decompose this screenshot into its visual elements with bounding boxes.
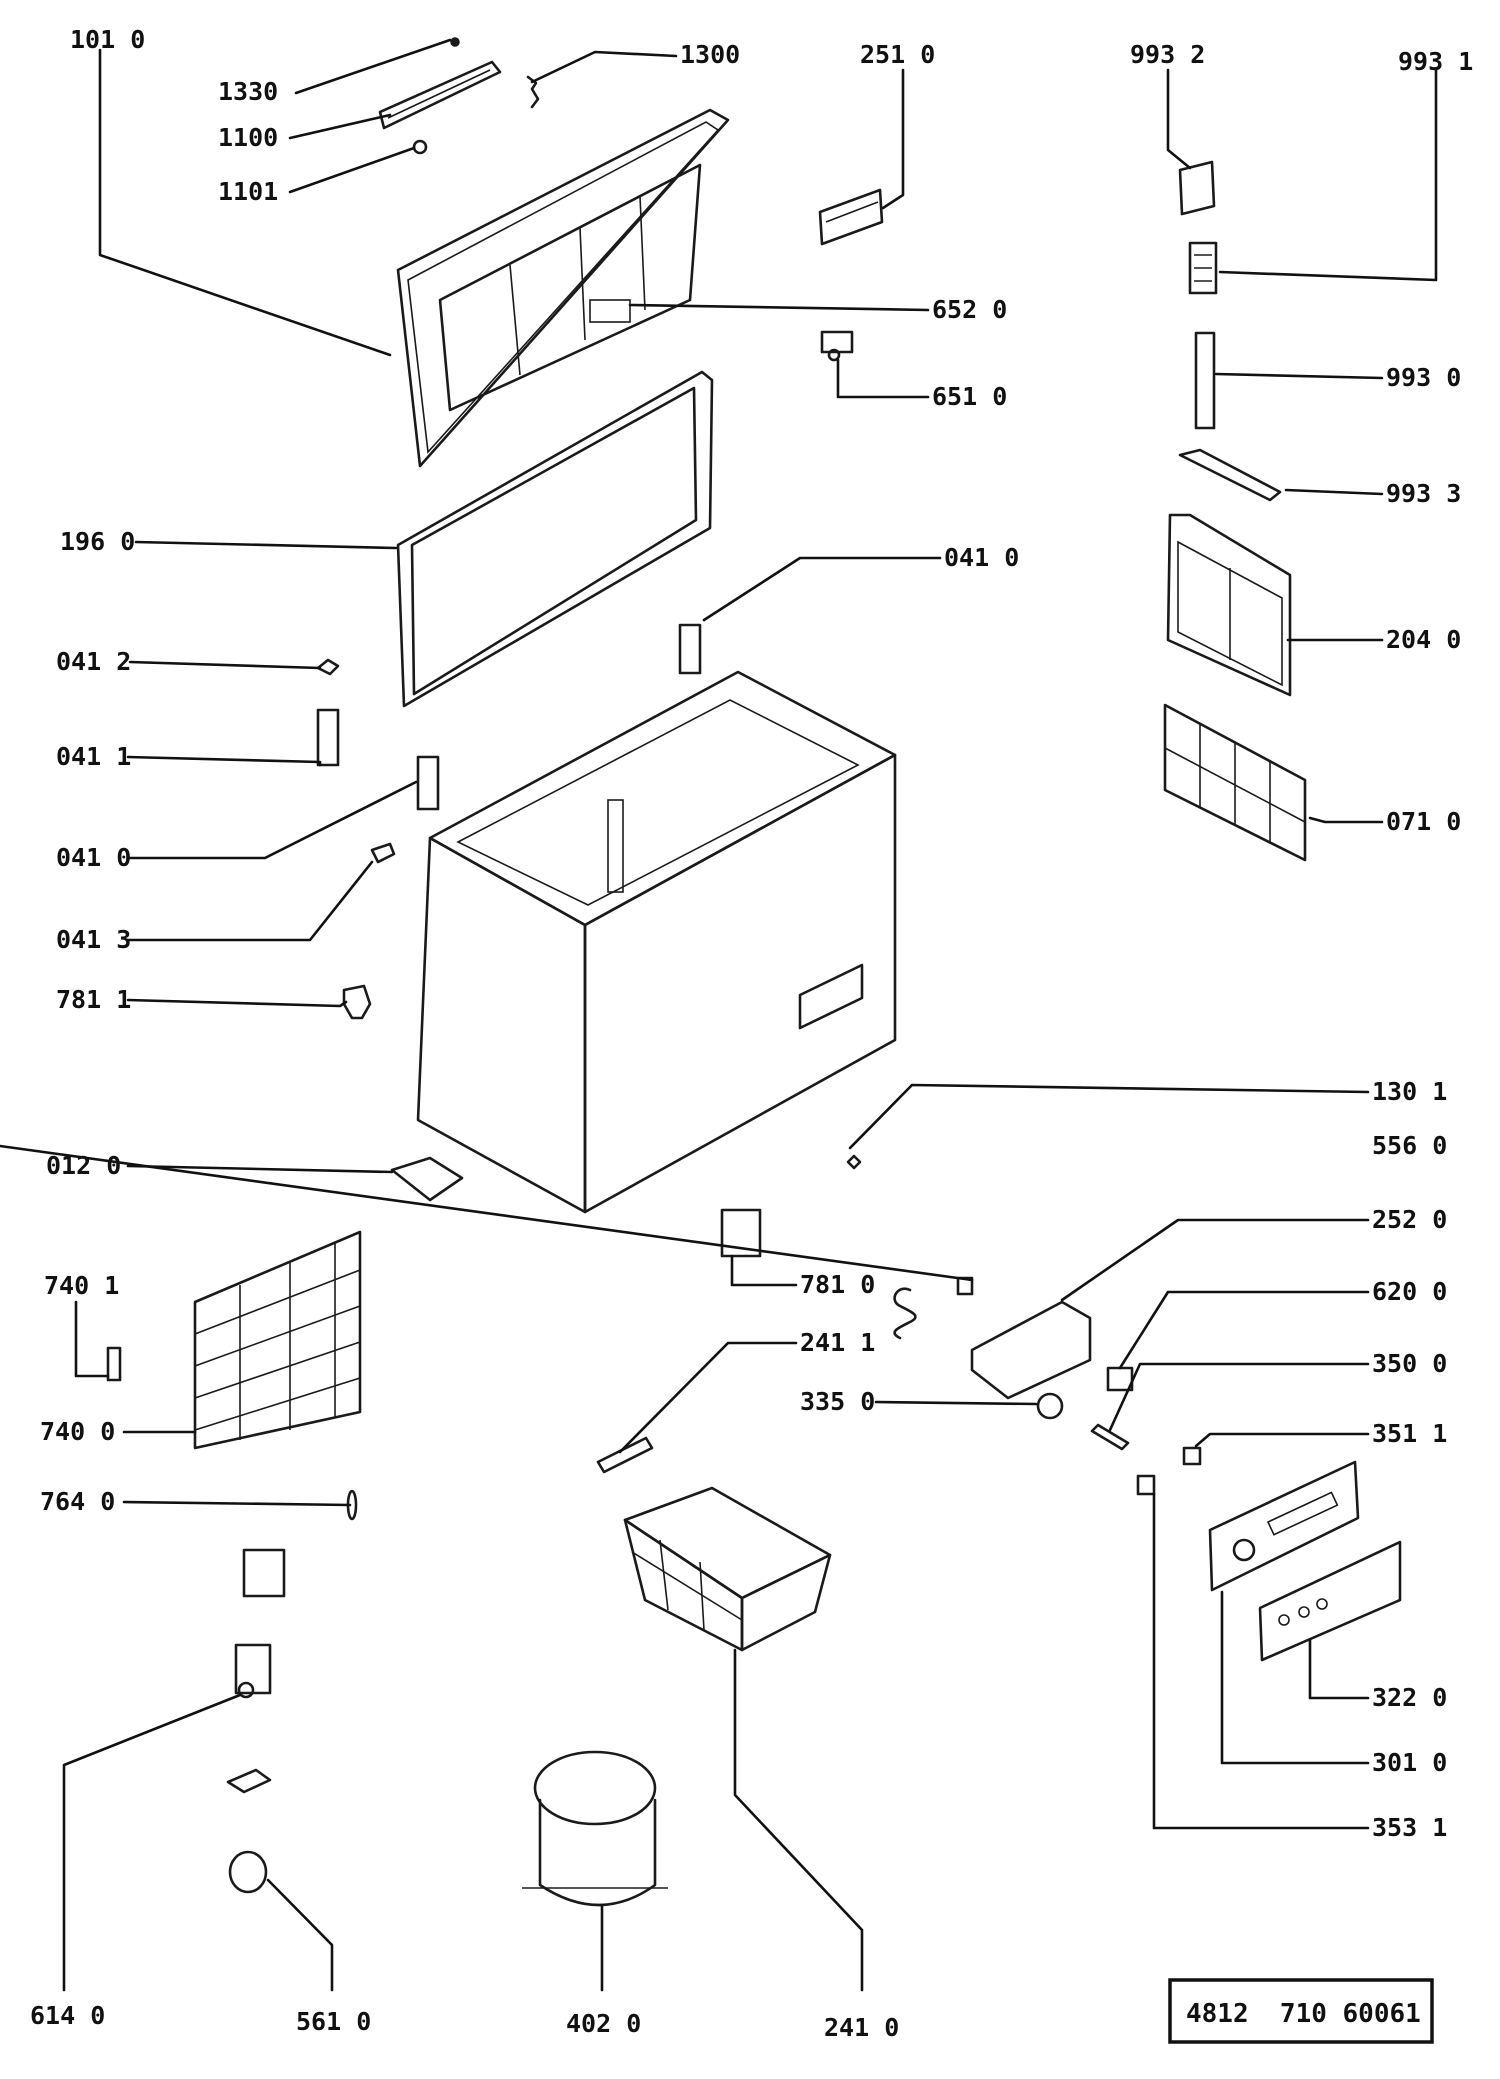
part-label: 740 0 bbox=[40, 1417, 115, 1446]
part-number-labels: 101 0 1330 1300 1100 1101 251 0 993 2 99… bbox=[30, 25, 1473, 2042]
lid-drawing bbox=[396, 108, 730, 468]
part-label: 781 0 bbox=[800, 1270, 875, 1299]
grille-204-drawing bbox=[1166, 513, 1292, 697]
part-label: 130 1 bbox=[1372, 1077, 1447, 1106]
part-012-drawing bbox=[390, 1156, 464, 1202]
condenser-drawing bbox=[106, 1230, 362, 1450]
reference-number-box: 4812 710 60061 bbox=[1168, 1978, 1434, 2044]
part-label: 301 0 bbox=[1372, 1748, 1447, 1777]
part-label: 561 0 bbox=[296, 2007, 371, 2036]
parts-652-651-drawings bbox=[820, 330, 854, 362]
part-label: 993 2 bbox=[1130, 40, 1205, 69]
part-label: 402 0 bbox=[566, 2009, 641, 2038]
part-label: 651 0 bbox=[932, 382, 1007, 411]
part-label: 251 0 bbox=[860, 40, 935, 69]
part-label: 1300 bbox=[680, 40, 740, 69]
part-label: 101 0 bbox=[70, 25, 145, 54]
part-label: 764 0 bbox=[40, 1487, 115, 1516]
part-label: 071 0 bbox=[1386, 807, 1461, 836]
part-label: 740 1 bbox=[44, 1271, 119, 1300]
part-label: 196 0 bbox=[60, 527, 135, 556]
part-label: 1330 bbox=[218, 77, 278, 106]
part-label: 351 1 bbox=[1372, 1419, 1447, 1448]
grille-071-drawing bbox=[1163, 703, 1307, 862]
gasket-drawing bbox=[396, 370, 714, 708]
part-label: 041 3 bbox=[56, 925, 131, 954]
compressor-drawing bbox=[522, 1750, 668, 1907]
part-label: 652 0 bbox=[932, 295, 1007, 324]
part-label: 993 3 bbox=[1386, 479, 1461, 508]
part-label: 1100 bbox=[218, 123, 278, 152]
part-label: 252 0 bbox=[1372, 1205, 1447, 1234]
cabinet-drawing bbox=[416, 670, 897, 1214]
leader-lines bbox=[0, 38, 1438, 1992]
part-label: 614 0 bbox=[30, 2001, 105, 2030]
hinge-parts-drawings bbox=[316, 623, 702, 1020]
control-panels-drawings bbox=[1208, 1460, 1402, 1662]
part-label: 335 0 bbox=[800, 1387, 875, 1416]
part-label: 322 0 bbox=[1372, 1683, 1447, 1712]
part-label: 041 0 bbox=[56, 843, 131, 872]
part-label: 556 0 bbox=[1372, 1131, 1447, 1160]
drier-and-relay-drawings bbox=[226, 1489, 358, 1894]
reference-number: 4812 710 60061 bbox=[1186, 1999, 1421, 2029]
part-label: 350 0 bbox=[1372, 1349, 1447, 1378]
part-label: 620 0 bbox=[1372, 1277, 1447, 1306]
part-label: 012 0 bbox=[46, 1151, 121, 1180]
part-label: 1101 bbox=[218, 177, 278, 206]
part-label: 204 0 bbox=[1386, 625, 1461, 654]
part-label: 781 1 bbox=[56, 985, 131, 1014]
part-label: 041 0 bbox=[944, 543, 1019, 572]
part-label: 041 2 bbox=[56, 647, 131, 676]
part-label: 041 1 bbox=[56, 742, 131, 771]
part-label: 993 1 bbox=[1398, 47, 1473, 76]
part-label: 353 1 bbox=[1372, 1813, 1447, 1842]
parts-993-drawings bbox=[1178, 160, 1282, 502]
part-label: 993 0 bbox=[1386, 363, 1461, 392]
handle-drawing bbox=[378, 37, 540, 155]
basket-drawing bbox=[596, 1436, 832, 1652]
part-label: 241 1 bbox=[800, 1328, 875, 1357]
control-parts-drawings bbox=[720, 1154, 1202, 1496]
part-251-drawing bbox=[818, 188, 884, 246]
part-label: 241 0 bbox=[824, 2013, 899, 2042]
